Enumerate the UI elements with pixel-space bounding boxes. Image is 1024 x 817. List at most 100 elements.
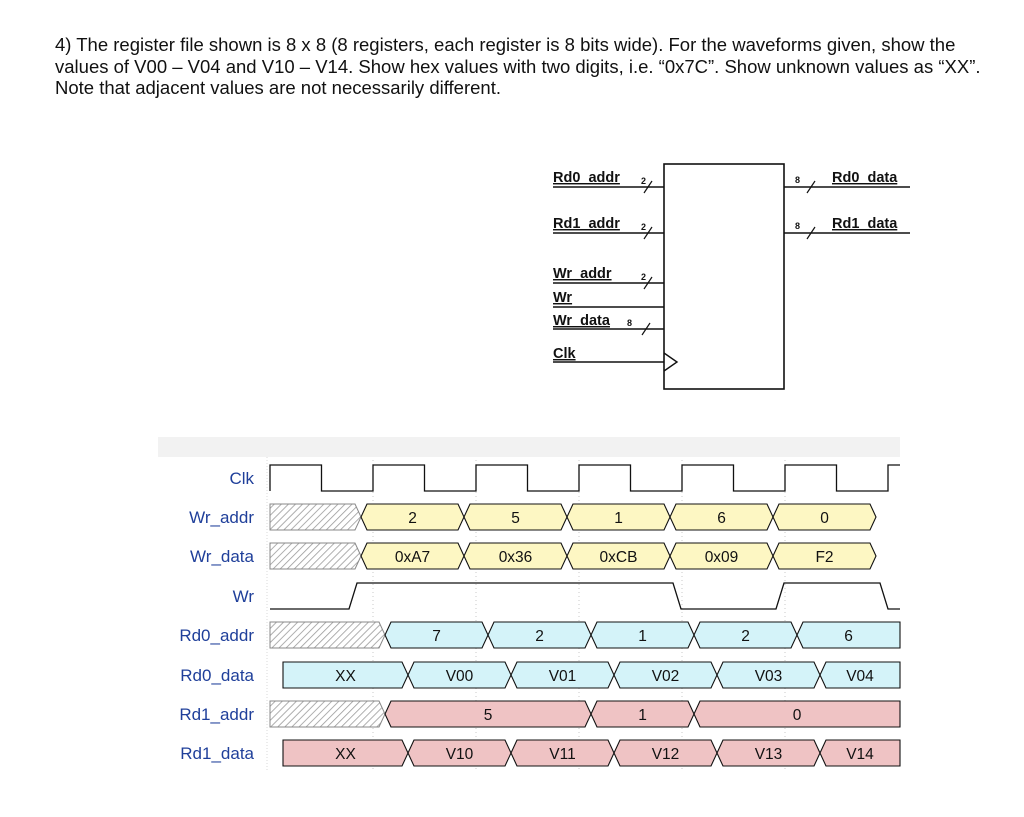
bus-segment-rd1-data-initial — [282, 739, 409, 767]
bus-value-wr-addr-4: 0 — [820, 510, 829, 527]
input-wr-addr: Wr_addr 2 — [553, 266, 664, 290]
bus-value-rd0-addr-4: 6 — [844, 628, 853, 645]
signal-label-wr: Wr — [233, 587, 255, 606]
bus-segment-wr-addr-4 — [772, 503, 877, 531]
bus-value-rd1-addr-0: 5 — [484, 707, 493, 724]
bus-segment-rd0-addr-1 — [487, 621, 592, 649]
bus-width-rd0-data: 8 — [795, 175, 800, 185]
pin-label-rd0-data: Rd0_data — [832, 170, 898, 186]
bus-segment-rd1-data-3 — [716, 739, 821, 767]
bus-segment-rd0-addr-2 — [590, 621, 695, 649]
pin-label-wr-data: Wr_data — [553, 313, 611, 329]
bus-segment-rd0-addr-0 — [384, 621, 489, 649]
bus-segment-wr-data-2 — [566, 542, 671, 570]
bus-value-rd0-addr-2: 1 — [638, 628, 647, 645]
bus-segment-rd0-data-initial — [282, 661, 409, 689]
bus-segment-rd1-data-4 — [819, 739, 901, 767]
bus-width-wr-data: 8 — [627, 318, 632, 328]
bus-value-rd0-addr-0: 7 — [432, 628, 441, 645]
bus-value-rd1-data-initial: XX — [335, 746, 356, 763]
output-rd0-data: 8 Rd0_data — [784, 170, 910, 194]
output-rd1-data: 8 Rd1_data — [784, 216, 910, 240]
bus-segment-wr-addr-1 — [463, 503, 568, 531]
bus-segment-rd0-data-0 — [407, 661, 512, 689]
input-wr: Wr — [553, 290, 664, 308]
unknown-segment-rd1-addr — [269, 700, 386, 728]
input-wr-data: Wr_data 8 — [553, 313, 664, 336]
pin-label-wr-addr: Wr_addr — [553, 266, 612, 282]
timing-header-strip — [158, 437, 900, 457]
register-file-block: Rd0_addr 2 Rd1_addr 2 Wr_addr 2 Wr Wr_da… — [553, 163, 910, 390]
bus-value-rd1-addr-2: 0 — [793, 707, 802, 724]
unknown-segment-rd0-addr — [269, 621, 386, 649]
bus-segment-rd1-data-0 — [407, 739, 512, 767]
signal-label-rd1-data: Rd1_data — [180, 744, 254, 763]
bus-segment-rd1-addr-2 — [693, 700, 901, 728]
bus-segment-wr-addr-2 — [566, 503, 671, 531]
bus-value-wr-data-1: 0x36 — [499, 549, 533, 566]
clock-triangle-icon — [663, 352, 679, 372]
clock-waveform — [269, 464, 900, 492]
signal-label-rd1-addr: Rd1_addr — [179, 705, 254, 724]
bus-value-rd0-data-1: V01 — [549, 668, 577, 685]
bus-value-rd0-data-2: V02 — [652, 668, 680, 685]
bus-value-wr-data-0: 0xA7 — [395, 549, 430, 566]
bus-value-rd0-data-0: V00 — [446, 668, 474, 685]
bus-segment-rd0-addr-3 — [693, 621, 798, 649]
bus-segment-wr-addr-3 — [669, 503, 774, 531]
bus-value-wr-addr-3: 6 — [717, 510, 726, 527]
bus-width-rd1-addr: 2 — [641, 222, 646, 232]
bus-segment-rd1-data-2 — [613, 739, 718, 767]
bus-value-rd1-data-3: V13 — [755, 746, 783, 763]
bus-value-rd1-data-1: V11 — [549, 746, 575, 763]
pin-label-rd1-data: Rd1_data — [832, 216, 898, 232]
input-rd1-addr: Rd1_addr 2 — [553, 216, 664, 240]
bus-segment-rd1-addr-0 — [384, 700, 592, 728]
bus-value-rd1-addr-1: 1 — [638, 707, 647, 724]
bus-segment-rd0-addr-4 — [796, 621, 901, 649]
bus-value-wr-addr-2: 1 — [614, 510, 623, 527]
bus-segment-rd1-addr-1 — [590, 700, 695, 728]
bus-segment-rd0-data-3 — [716, 661, 821, 689]
bus-segment-rd1-data-1 — [510, 739, 615, 767]
bus-value-rd0-data-4: V04 — [846, 668, 874, 685]
wr-waveform — [270, 582, 900, 610]
bus-value-wr-addr-1: 5 — [511, 510, 520, 527]
bus-value-rd1-data-4: V14 — [846, 746, 874, 763]
bus-value-rd1-data-0: V10 — [446, 746, 474, 763]
unknown-segment-wr-data — [269, 542, 362, 570]
bus-segment-wr-data-1 — [463, 542, 568, 570]
input-rd0-addr: Rd0_addr 2 — [553, 170, 664, 194]
bus-segment-wr-data-4 — [772, 542, 877, 570]
bus-value-rd0-addr-1: 2 — [535, 628, 544, 645]
input-clk: Clk — [553, 346, 664, 363]
bus-segment-rd0-data-1 — [510, 661, 615, 689]
bus-width-wr-addr: 2 — [641, 272, 646, 282]
signal-label-wr-data: Wr_data — [190, 547, 254, 566]
question-text: 4) The register file shown is 8 x 8 (8 r… — [55, 34, 981, 98]
pin-label-rd0-addr: Rd0_addr — [553, 170, 620, 186]
bus-value-rd0-addr-3: 2 — [741, 628, 750, 645]
register-file-box — [663, 163, 785, 390]
bus-segment-wr-data-0 — [360, 542, 465, 570]
bus-value-rd0-data-3: V03 — [755, 668, 783, 685]
signal-label-rd0-data: Rd0_data — [180, 666, 254, 685]
bus-segment-wr-addr-0 — [360, 503, 465, 531]
bus-value-wr-data-2: 0xCB — [600, 549, 638, 566]
pin-label-rd1-addr: Rd1_addr — [553, 216, 620, 232]
pin-label-wr: Wr — [553, 290, 572, 306]
signal-label-clk: Clk — [229, 469, 254, 488]
signal-label-wr-addr: Wr_addr — [189, 508, 254, 527]
bus-width-rd1-data: 8 — [795, 221, 800, 231]
bus-value-rd1-data-2: V12 — [652, 746, 680, 763]
signal-label-rd0-addr: Rd0_addr — [179, 626, 254, 645]
pin-label-clk: Clk — [553, 346, 577, 362]
unknown-segment-wr-addr — [269, 503, 362, 531]
bus-segment-rd0-data-4 — [819, 661, 901, 689]
bus-value-wr-addr-0: 2 — [408, 510, 417, 527]
bus-width-rd0-addr: 2 — [641, 176, 646, 186]
bus-segment-wr-data-3 — [669, 542, 774, 570]
bus-value-rd0-data-initial: XX — [335, 668, 356, 685]
